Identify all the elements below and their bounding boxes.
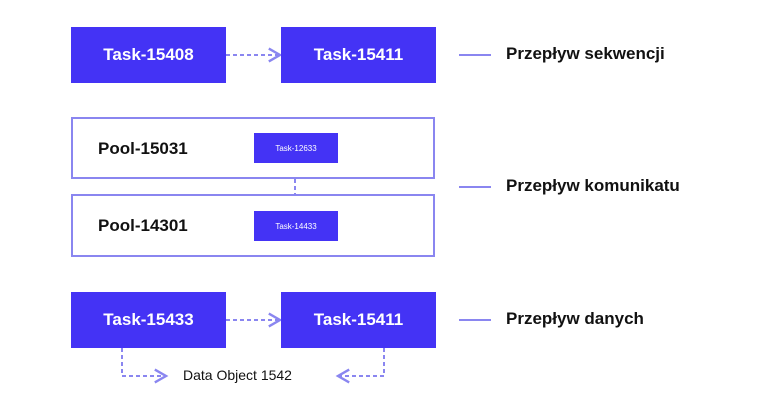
task-15408-box[interactable]: Task-15408 <box>71 27 226 83</box>
task-15433-box[interactable]: Task-15433 <box>71 292 226 348</box>
task-label: Task-12633 <box>275 143 317 153</box>
legend-message-flow: Przepływ komunikatu <box>506 176 680 195</box>
task-15411-data-box[interactable]: Task-15411 <box>281 292 436 348</box>
task-label: Task-15411 <box>313 45 404 64</box>
task-12633-box[interactable]: Task-12633 <box>254 133 338 163</box>
task-label: Task-15408 <box>103 45 194 64</box>
task-label: Task-15433 <box>103 310 194 329</box>
data-association-right <box>335 348 385 384</box>
pool-15031[interactable] <box>71 117 435 179</box>
pool-14301[interactable] <box>71 194 435 257</box>
data-association-left <box>121 348 169 384</box>
legend-line-sequence <box>459 54 491 56</box>
task-label: Task-14433 <box>275 221 317 231</box>
legend-line-data <box>459 319 491 321</box>
data-object-label: Data Object 1542 <box>183 367 292 383</box>
legend-sequence-flow: Przepływ sekwencji <box>506 44 665 63</box>
pool-15031-label: Pool-15031 <box>98 139 188 158</box>
pool-14301-label: Pool-14301 <box>98 216 188 235</box>
task-label: Task-15411 <box>313 310 404 329</box>
legend-line-message <box>459 186 491 188</box>
task-14433-box[interactable]: Task-14433 <box>254 211 338 241</box>
legend-data-flow: Przepływ danych <box>506 309 644 328</box>
task-15411-box[interactable]: Task-15411 <box>281 27 436 83</box>
